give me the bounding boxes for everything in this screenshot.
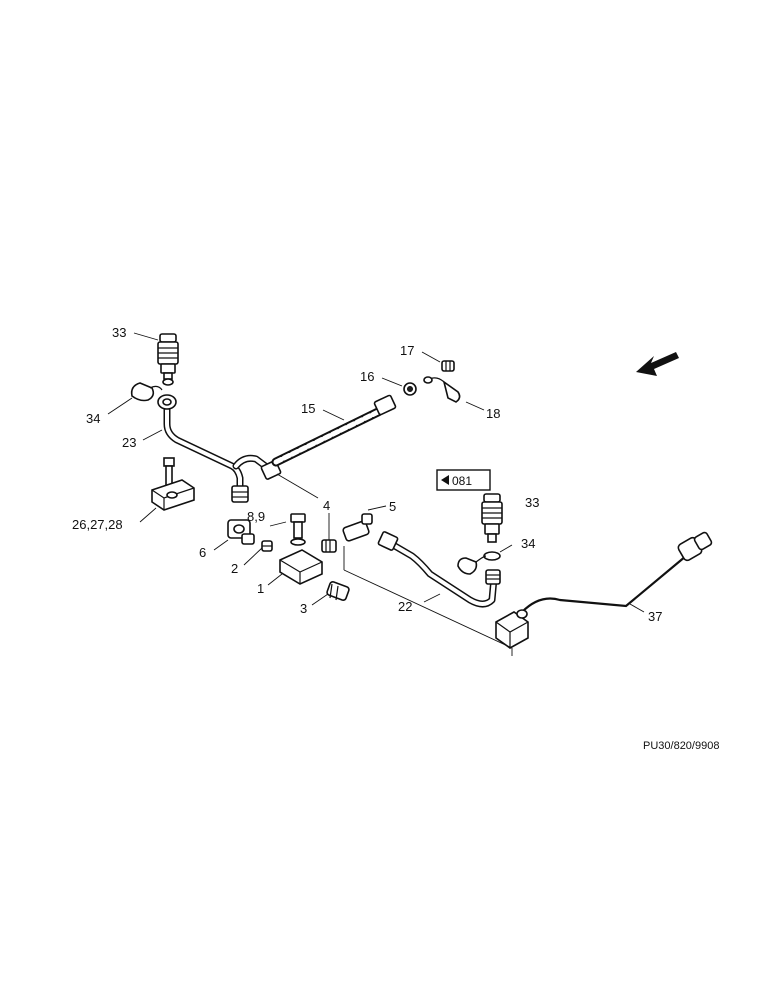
electrical-connector [495,609,529,649]
label-23: 23 [122,435,136,450]
label-15: 15 [301,401,315,416]
label-33-lower: 33 [525,495,539,510]
label-34-lower: 34 [521,536,535,551]
part-18-dust-cap [423,376,461,403]
part-4-nipple [321,539,337,553]
block-1 [279,549,323,585]
nut-pipe-23-top [157,394,177,410]
leader-lines [107,332,645,656]
label-34-upper: 34 [86,411,100,426]
part-17-fitting [441,360,455,372]
bolt-8-9 [290,513,306,546]
label-37: 37 [648,609,662,624]
label-2: 2 [231,561,238,576]
triangle-left-icon [441,475,449,485]
label-3: 3 [300,601,307,616]
label-17: 17 [400,343,414,358]
label-8-9: 8,9 [247,509,265,524]
dust-cap-34-lower [457,551,501,575]
hose-15 [271,394,397,467]
label-6: 6 [199,545,206,560]
label-22: 22 [398,599,412,614]
part-5-tee [342,513,373,542]
reference-number: 081 [452,474,472,488]
label-4: 4 [323,498,330,513]
label-18: 18 [486,406,500,421]
pipe-22 [377,531,501,608]
callout-labels: 33 34 23 26,27,28 6 2 8,9 1 3 4 5 22 15 … [72,325,662,624]
label-26-27-28: 26,27,28 [72,517,123,532]
part-3-fitting [326,581,350,601]
label-5: 5 [389,499,396,514]
clamp-26-27-28 [151,457,195,511]
dust-cap-34-upper [130,382,163,402]
cable-37 [520,531,713,614]
part-16-nut [403,382,417,396]
label-1: 1 [257,581,264,596]
nut-pipe-23-bottom [231,485,249,503]
label-16: 16 [360,369,374,384]
drawing-code: PU30/820/9908 [643,740,719,752]
part-6-elbow [227,519,255,545]
reference-box: 081 [436,469,491,491]
quick-coupling-33-lower [481,493,503,543]
part-2-plug [261,540,273,552]
pipe-23 [163,401,272,494]
direction-arrow-icon [636,352,679,376]
label-33-upper: 33 [112,325,126,340]
quick-coupling-33-upper [157,333,179,386]
